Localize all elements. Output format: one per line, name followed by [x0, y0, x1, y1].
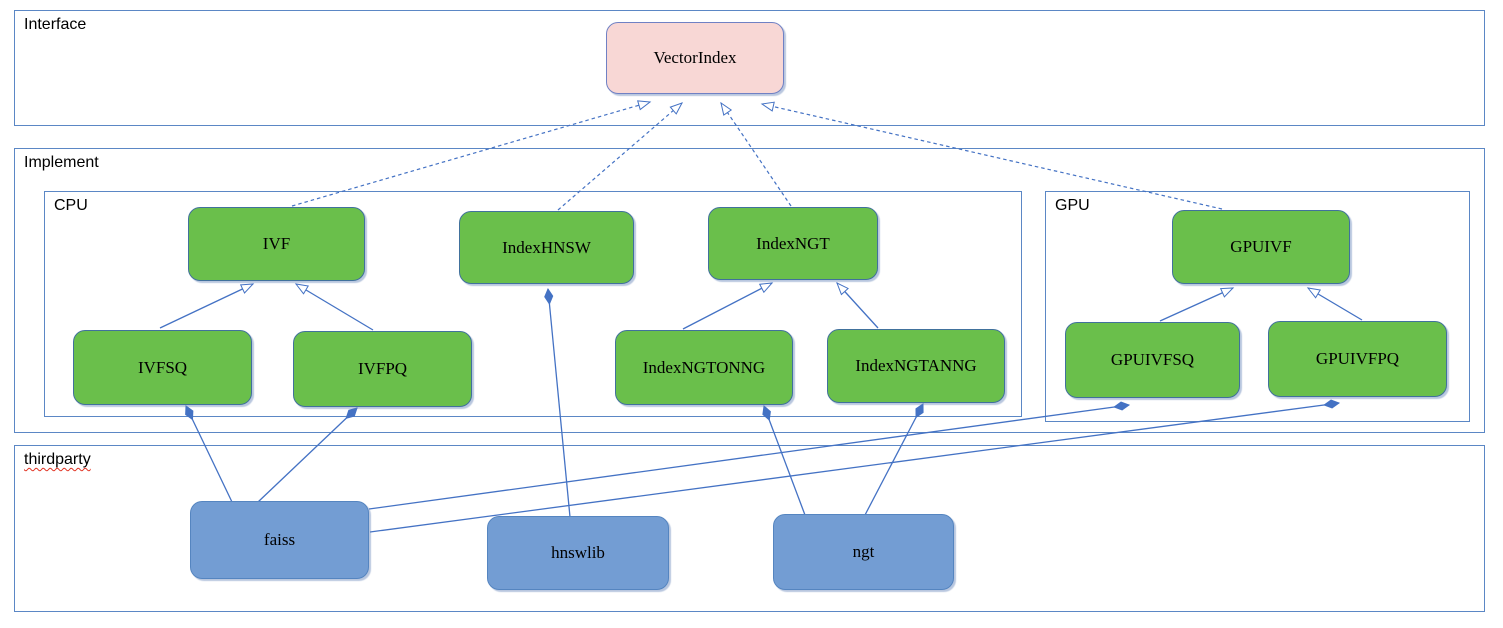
- node-faiss-label: faiss: [263, 530, 296, 549]
- node-gpuivfpq-label: GPUIVFPQ: [1315, 349, 1400, 368]
- node-ngt[interactable]: ngt: [773, 514, 954, 590]
- node-gpuivfsq[interactable]: GPUIVFSQ: [1065, 322, 1240, 398]
- node-indexngtanng-label: IndexNGTANNG: [855, 356, 977, 375]
- edge-indexhnsw-vectorindex-realization: [557, 102, 684, 211]
- node-gpuivf[interactable]: GPUIVF: [1172, 210, 1350, 284]
- edge-ivfsq-faiss-composition: [185, 405, 233, 503]
- container-thirdparty[interactable]: thirdparty: [14, 445, 1485, 612]
- node-indexngt-label: IndexNGT: [756, 233, 830, 253]
- edge-indexngt-vectorindex-realization: [720, 101, 792, 207]
- container-gpu-label: GPU: [1055, 197, 1090, 214]
- container-cpu[interactable]: CPU: [44, 191, 1022, 417]
- node-gpuivfsq-label: GPUIVFSQ: [1110, 350, 1195, 369]
- node-indexngtonng-label: IndexNGTONNG: [642, 357, 766, 377]
- node-indexngtanng[interactable]: IndexNGTANNG: [827, 329, 1005, 403]
- container-implement[interactable]: Implement: [14, 148, 1485, 433]
- node-vectorindex-label: VectorIndex: [653, 48, 737, 67]
- container-interface[interactable]: Interface: [14, 10, 1485, 126]
- node-hnswlib[interactable]: hnswlib: [487, 516, 669, 590]
- container-interface-label: Interface: [24, 16, 87, 33]
- edge-gpuivfsq-gpuivf-generalization: [1159, 287, 1235, 322]
- node-indexngtonng[interactable]: IndexNGTONNG: [615, 330, 793, 405]
- edge-ivfpq-ivf-generalization: [294, 283, 374, 331]
- edge-gpuivfpq-gpuivf-generalization: [1306, 287, 1363, 321]
- node-vectorindex[interactable]: VectorIndex: [606, 22, 784, 94]
- node-gpuivf-label: GPUIVF: [1230, 237, 1292, 256]
- edge-ivfpq-faiss-composition: [257, 407, 358, 503]
- node-ivf-label: IVF: [262, 234, 291, 253]
- container-cpu-label: CPU: [54, 197, 88, 214]
- node-hnswlib-label: hnswlib: [551, 543, 605, 562]
- edge-gpuivf-vectorindex-realization: [760, 101, 1223, 210]
- node-ivfsq-label: IVFSQ: [137, 357, 188, 377]
- edge-indexngtanng-indexngt-generalization: [836, 281, 879, 329]
- node-indexhnsw-label: IndexHNSW: [502, 237, 591, 257]
- node-indexngt[interactable]: IndexNGT: [708, 207, 878, 280]
- node-gpuivfpq[interactable]: GPUIVFPQ: [1268, 321, 1447, 397]
- container-implement-label: Implement: [24, 154, 99, 171]
- container-gpu[interactable]: GPU: [1045, 191, 1470, 422]
- edge-gpuivfpq-faiss-composition: [369, 399, 1341, 533]
- edge-indexngtonng-indexngt-generalization: [682, 282, 774, 330]
- node-indexhnsw[interactable]: IndexHNSW: [459, 211, 634, 284]
- container-thirdparty-label: thirdparty: [24, 451, 91, 468]
- edge-indexhnsw-hnswlib-composition: [544, 287, 571, 518]
- edge-gpuivfsq-faiss-composition: [368, 401, 1131, 510]
- node-ivfpq[interactable]: IVFPQ: [293, 331, 472, 407]
- node-ivfpq-label: IVFPQ: [357, 359, 408, 378]
- node-ivf[interactable]: IVF: [188, 207, 365, 281]
- edge-ivf-vectorindex-realization: [291, 100, 652, 207]
- edge-indexngtonng-ngt-composition: [762, 405, 806, 516]
- edge-ivfsq-ivf-generalization: [159, 283, 255, 329]
- node-ngt-label: ngt: [852, 542, 875, 561]
- edge-indexngtanng-ngt-composition: [864, 403, 924, 516]
- node-faiss[interactable]: faiss: [190, 501, 369, 579]
- node-ivfsq[interactable]: IVFSQ: [73, 330, 252, 405]
